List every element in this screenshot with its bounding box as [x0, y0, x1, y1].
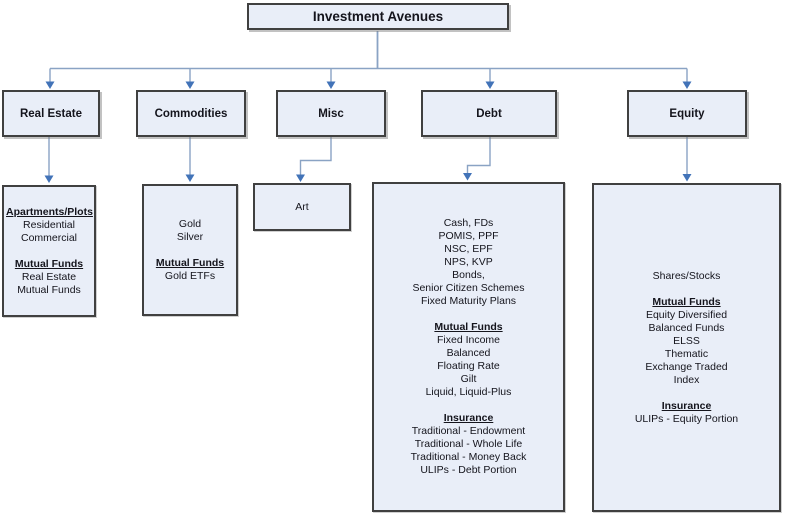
leaf-line: Index	[673, 373, 700, 386]
node-commodities: Commodities	[136, 90, 246, 137]
leaf-line: Cash, FDs	[443, 217, 494, 229]
leaf-line: NSC, EPF	[444, 243, 493, 255]
node-misc: Misc	[276, 90, 386, 137]
leaf-line	[6, 245, 92, 258]
arrowhead-commodities	[185, 81, 195, 89]
leaf-line: Gold	[178, 217, 202, 230]
leaf-art: Art	[253, 183, 351, 231]
leaf-line: Traditional - Endowment	[411, 425, 526, 437]
arrowhead-misc-leaf	[296, 174, 305, 182]
arrowhead-equity	[682, 81, 692, 89]
node-debt-label: Debt	[476, 107, 502, 120]
connector-debt-leaf	[466, 137, 491, 174]
node-equity-label: Equity	[669, 107, 705, 120]
leaf-line: Art	[295, 200, 309, 213]
leaf-line: Balanced Funds	[648, 321, 725, 334]
leaf-line: ULIPs - Equity Portion	[634, 412, 739, 425]
leaf-line: ULIPs - Debt Portion	[420, 464, 517, 476]
leaf-line: Real Estate Mutual Funds	[17, 270, 81, 296]
leaf-line: Mutual Funds	[434, 321, 503, 333]
node-debt: Debt	[421, 90, 557, 137]
node-real-estate: Real Estate	[2, 90, 100, 137]
leaf-line	[376, 399, 561, 412]
leaf-line: Bonds,	[452, 269, 485, 281]
leaf-line: Traditional - Whole Life	[414, 438, 523, 450]
leaf-line: Silver	[176, 230, 204, 243]
arrowhead-debt-leaf	[463, 173, 472, 181]
leaf-line: Gold ETFs	[164, 269, 216, 282]
leaf-line	[596, 283, 777, 296]
leaf-line: Mutual Funds	[14, 257, 84, 270]
leaf-line	[146, 244, 234, 257]
leaf-line: Mutual Funds	[155, 256, 225, 269]
leaf-line: POMIS, PPF	[438, 230, 499, 242]
leaf-line: Mutual Funds	[652, 295, 721, 308]
leaf-line: Shares/Stocks	[652, 269, 721, 282]
leaf-line: Floating Rate	[437, 360, 500, 372]
leaf-line: Gilt	[460, 373, 477, 385]
node-real-estate-label: Real Estate	[19, 107, 82, 120]
leaf-line: Senior Citizen Schemes	[412, 282, 525, 294]
arrowhead-misc	[326, 81, 336, 89]
arrowhead-equity-leaf	[682, 174, 692, 182]
leaf-line: Liquid, Liquid-Plus	[425, 386, 512, 398]
leaf-line: Fixed Maturity Plans	[420, 295, 517, 307]
leaf-line: Fixed Income	[436, 334, 501, 346]
leaf-line: Equity Diversified	[645, 308, 728, 321]
leaf-line	[376, 308, 561, 321]
leaf-line	[596, 387, 777, 400]
leaf-line: ELSS	[673, 334, 700, 347]
node-misc-label: Misc	[318, 107, 344, 120]
root-node: Investment Avenues	[247, 3, 509, 30]
arrowhead-real-estate	[45, 81, 55, 89]
connector-misc-leaf	[299, 137, 332, 175]
arrowhead-debt	[485, 81, 495, 89]
root-node-label: Investment Avenues	[312, 9, 444, 24]
leaf-line: Insurance	[443, 412, 494, 424]
leaf-line: Thematic	[664, 347, 709, 360]
node-equity: Equity	[627, 90, 747, 137]
arrowhead-real-estate-leaf	[44, 175, 54, 183]
leaf-line: Residential	[23, 218, 75, 231]
leaf-line: Exchange Traded	[645, 360, 728, 373]
node-commodities-label: Commodities	[154, 107, 228, 120]
leaf-line: Insurance	[661, 399, 712, 412]
leaf-line: NPS, KVP	[444, 256, 493, 268]
arrowhead-commodities-leaf	[185, 174, 195, 182]
leaf-line: Traditional - Money Back	[410, 451, 527, 463]
leaf-line: Balanced	[446, 347, 491, 359]
leaf-line: Apartments/Plots	[6, 205, 93, 218]
leaf-line: Commercial	[20, 231, 77, 244]
